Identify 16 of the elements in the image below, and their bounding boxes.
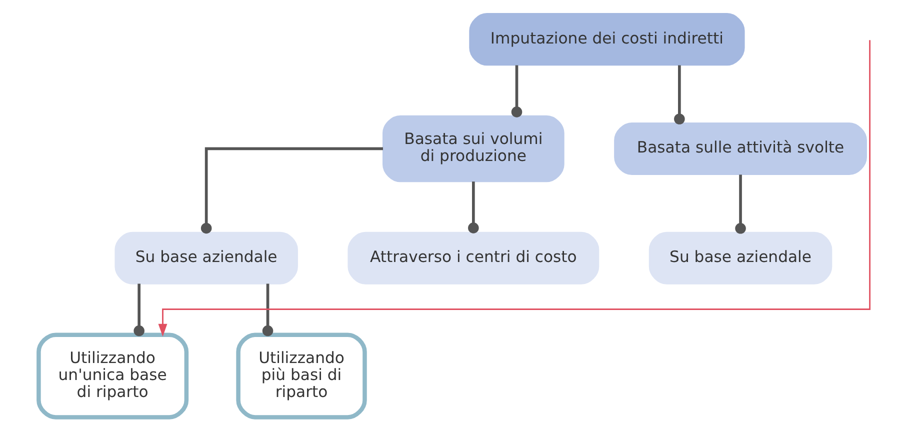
connector xyxy=(674,65,685,124)
connector xyxy=(468,182,479,234)
connector xyxy=(200,147,383,234)
node-box: Imputazione dei costi indiretti xyxy=(469,13,745,66)
node-box: Su base aziendale xyxy=(114,232,298,284)
connector xyxy=(134,284,144,336)
connector xyxy=(735,174,746,234)
node-box: Utilizzando un'unica base di riparto xyxy=(36,332,189,420)
connector xyxy=(262,284,274,336)
connector xyxy=(511,65,522,118)
node-box: Basata sulle attività svolte xyxy=(614,122,867,176)
node-box: Basata sui volumi di produzione xyxy=(382,115,564,182)
node-box: Utilizzando più basi di riparto xyxy=(236,332,367,420)
node-box: Attraverso i centri di costo xyxy=(348,232,600,284)
node-box: Su base aziendale xyxy=(648,232,832,284)
arrow xyxy=(158,40,871,337)
